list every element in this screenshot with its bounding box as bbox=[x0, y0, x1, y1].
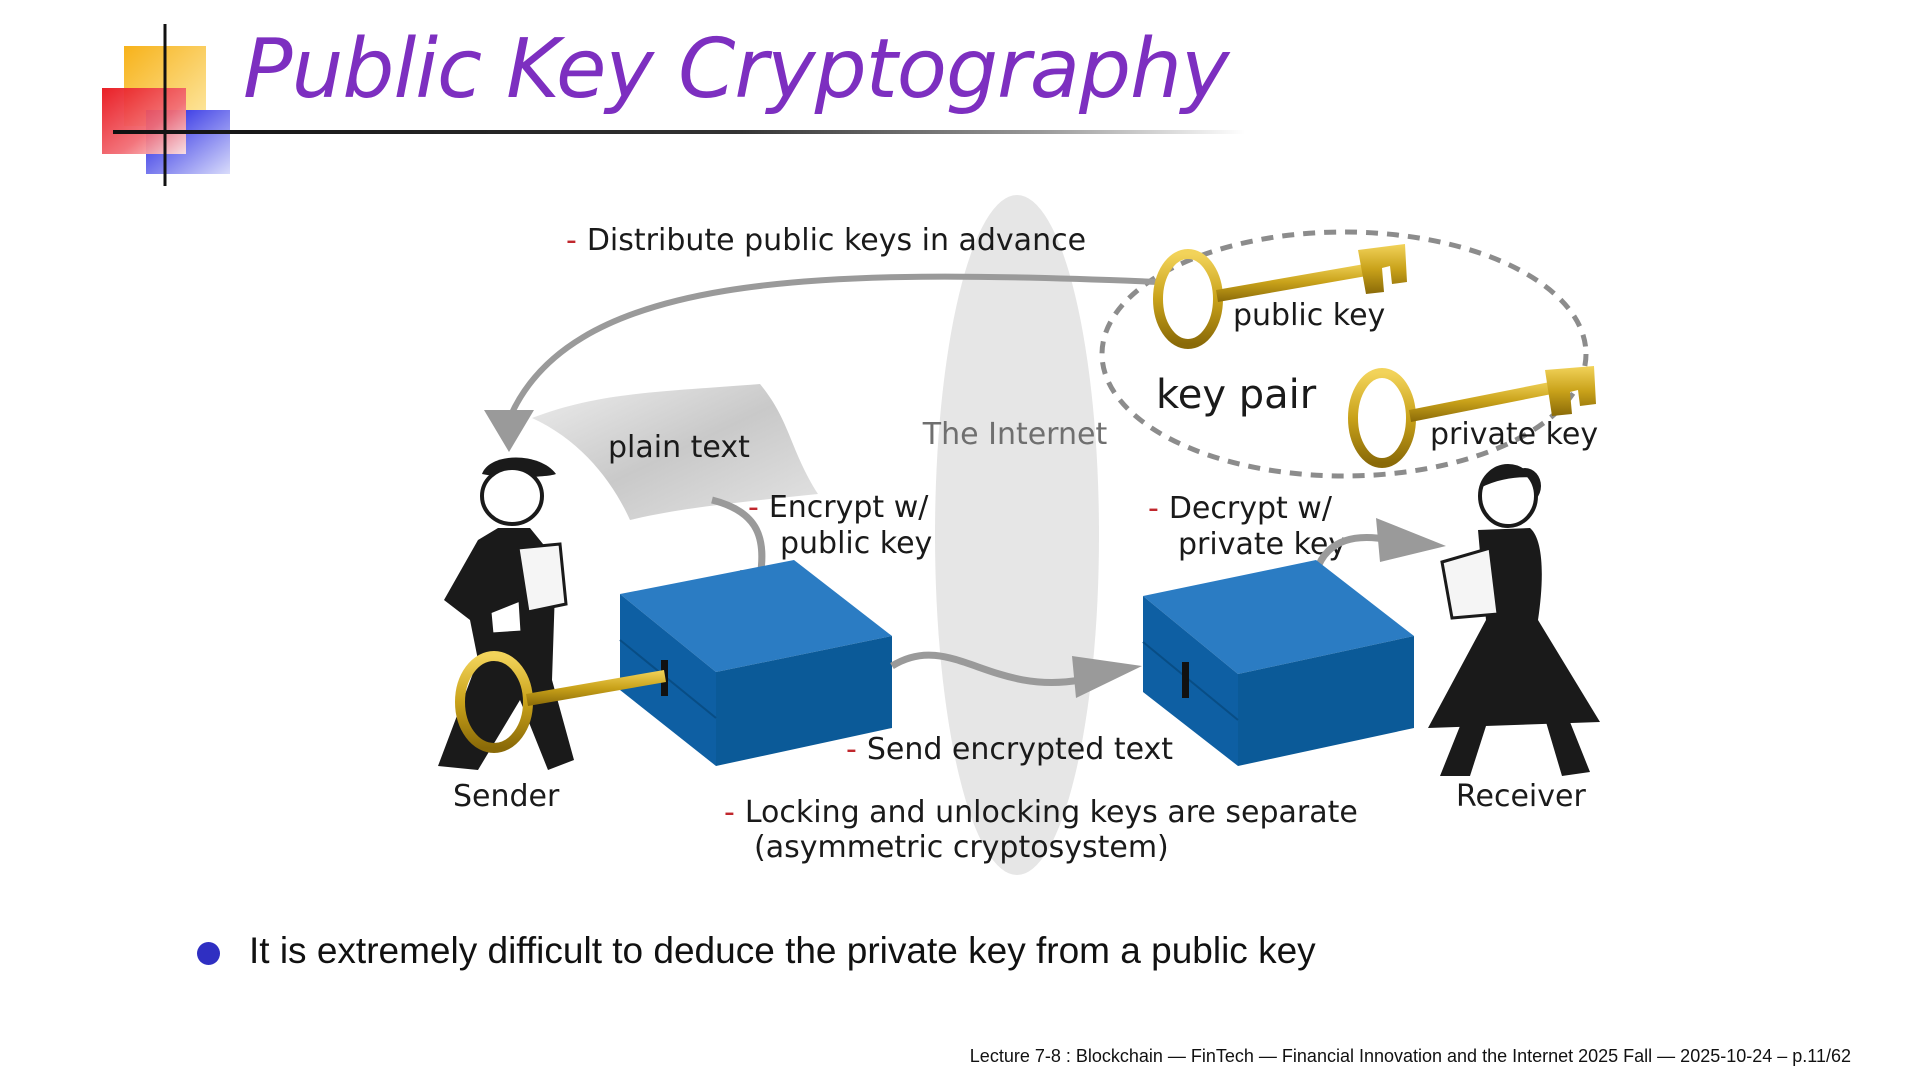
public-key-icon bbox=[1153, 244, 1407, 349]
plain-text-paper bbox=[532, 384, 818, 520]
sender-label: Sender bbox=[453, 779, 560, 814]
private-key-icon bbox=[1348, 366, 1596, 468]
receiver-figure bbox=[1428, 464, 1600, 776]
distribute-arrow bbox=[502, 273, 1161, 431]
sender-figure bbox=[438, 457, 574, 770]
decrypt-label-line2: private key bbox=[1178, 527, 1346, 562]
distribute-arrowhead bbox=[484, 410, 534, 452]
separate-keys-label: -Locking and unlocking keys are separate bbox=[724, 795, 1358, 830]
title-underline bbox=[113, 130, 1245, 134]
receiver-label: Receiver bbox=[1456, 779, 1586, 814]
encrypt-arrow bbox=[711, 496, 766, 579]
decrypt-arrowhead bbox=[1376, 518, 1446, 562]
private-key-label: private key bbox=[1430, 417, 1598, 452]
slide-footer: Lecture 7-8 : Blockchain — FinTech — Fin… bbox=[969, 1046, 1851, 1066]
plain-text-label: plain text bbox=[608, 430, 750, 465]
bullet-text: It is extremely difficult to deduce the … bbox=[249, 930, 1316, 971]
send-arrow bbox=[890, 651, 1081, 687]
distribute-label: -Distribute public keys in advance bbox=[566, 223, 1086, 258]
logo-red-square bbox=[102, 88, 186, 154]
encrypt-label-line2: public key bbox=[780, 526, 932, 561]
slide-title: Public Key Cryptography bbox=[243, 22, 1230, 117]
internet-ellipse bbox=[935, 195, 1099, 875]
bullet-point-icon bbox=[197, 942, 220, 965]
public-key-label: public key bbox=[1233, 298, 1385, 333]
sender-key-icon bbox=[455, 651, 666, 753]
encrypt-label: -Encrypt w/ bbox=[748, 490, 929, 525]
internet-label: The Internet bbox=[922, 417, 1108, 452]
sender-lockbox bbox=[619, 560, 892, 766]
separate-keys-label-line2: (asymmetric cryptosystem) bbox=[754, 830, 1169, 865]
decrypt-label: -Decrypt w/ bbox=[1148, 491, 1333, 526]
send-arrowhead bbox=[1072, 656, 1142, 698]
key-pair-label: key pair bbox=[1156, 372, 1317, 418]
send-label: -Send encrypted text bbox=[846, 732, 1173, 767]
key-pair-ellipse bbox=[1099, 229, 1589, 479]
receiver-lockbox bbox=[1142, 560, 1414, 766]
